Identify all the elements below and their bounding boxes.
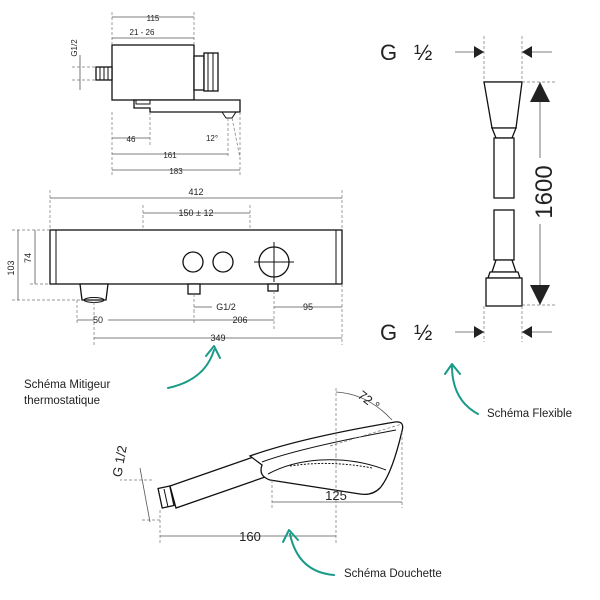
mixer-caption-group: Schéma Mitigeur thermostatique [24,345,221,407]
mixer-front-view: 412 150 ± 12 103 74 G1/2 95 50 206 [6,187,343,345]
hose-tube-bottom [493,209,515,261]
hose-g-bottom: G [380,320,397,345]
hose-top-nut [483,81,523,129]
dim-side-angle: 12° [206,134,218,143]
mixer-side-body [111,44,195,101]
dim-shower-angle: 72 ° [355,387,383,413]
dim-412: 412 [188,187,203,197]
dim-46: 46 [127,135,136,144]
dim-50: 50 [93,315,103,325]
mixer-side-view: 115 21 - 26 G1/2 46 12° 161 183 [70,12,241,176]
hand-shower-view: G 1/2 72 ° 125 160 [109,387,404,544]
caption-mixer-line2: thermostatique [24,395,100,407]
hose-half-top: ½ [414,40,432,65]
dim-103: 103 [6,260,16,275]
hose-length: 1600 [531,165,558,218]
dim-349: 349 [210,333,225,343]
shower-caption-group: Schéma Douchette [282,529,442,580]
dim-74: 74 [23,253,33,263]
hose-g-top: G [380,40,397,65]
front-spout [79,283,109,301]
dim-183: 183 [169,167,183,176]
side-handle-base [193,55,205,91]
push-button-right [212,251,234,273]
hose-caption-group: Schéma Flexible [444,363,572,420]
dim-21-26: 21 - 26 [130,28,155,37]
shower-handle [169,453,269,509]
dim-side-g12: G1/2 [70,39,79,57]
push-button-left [182,251,204,273]
front-knob-connector [267,283,279,292]
caption-shower: Schéma Douchette [344,568,442,580]
caption-mixer-line1: Schéma Mitigeur [24,379,110,391]
front-g12-connector [187,283,201,295]
hose-view: G ½ 1600 G ½ [380,36,558,345]
dim-161: 161 [163,151,177,160]
hose-half-bottom: ½ [414,320,432,345]
dim-shower-g12: G 1/2 [109,444,129,478]
shower-head [248,421,404,496]
hose-tube-top [493,137,515,199]
caption-hose: Schéma Flexible [487,408,572,420]
hose-arrow [451,365,479,415]
dim-206: 206 [232,315,247,325]
dim-front-g12: G1/2 [216,302,236,312]
mixer-arrow [167,349,215,389]
shower-arrow [289,533,335,576]
hose-bottom-nut [485,277,523,307]
dim-115: 115 [147,14,160,23]
side-handle-knob [203,52,219,92]
dim-150: 150 ± 12 [179,208,214,218]
dim-160: 160 [239,529,261,544]
dim-95: 95 [303,302,313,312]
